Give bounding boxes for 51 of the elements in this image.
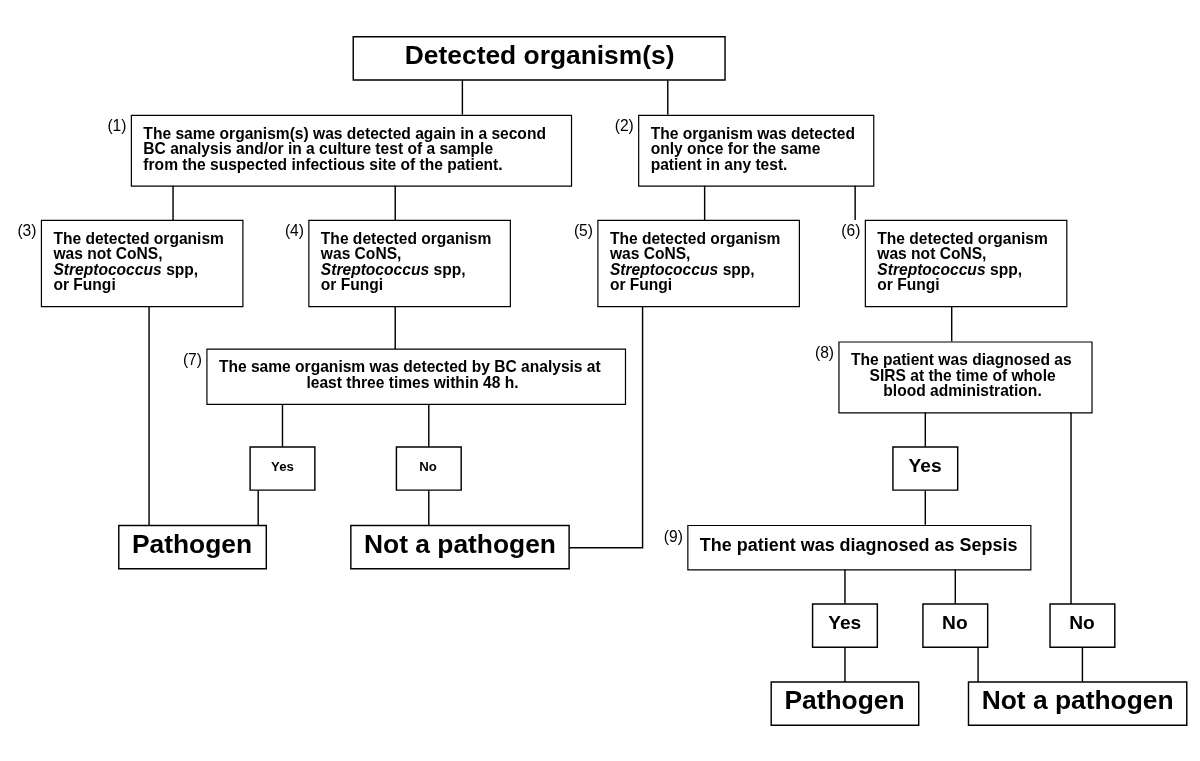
node-box: No bbox=[1049, 602, 1116, 648]
node-label: (7) bbox=[182, 350, 202, 368]
node-label: (4) bbox=[284, 221, 304, 239]
node-label: (9) bbox=[663, 527, 683, 545]
node-box: The detected organism was CoNS, Streptococcus spp, or Fungi bbox=[597, 219, 800, 307]
node-label: (1) bbox=[107, 116, 127, 134]
node-box: The patient was diagnosed as Sepsis bbox=[687, 524, 1032, 570]
connector bbox=[977, 646, 979, 683]
node-label: (6) bbox=[841, 221, 861, 239]
connector bbox=[924, 489, 927, 525]
connector bbox=[394, 305, 396, 350]
node-box: The detected organism was not CoNS, Streptococcus spp, or Fungi bbox=[864, 219, 1068, 307]
connector bbox=[568, 305, 644, 548]
node-label: (2) bbox=[614, 116, 634, 134]
node-box: Detected organism(s) bbox=[352, 35, 726, 81]
node-box: Yes bbox=[249, 445, 316, 491]
connector bbox=[172, 184, 174, 221]
node-box: The same organism(s) was detected again in a second BC analysis and/or in a culture test of a sample from the suspected infectious site of the patient. bbox=[130, 114, 573, 187]
node-box: Not a pathogen bbox=[350, 524, 570, 569]
connector bbox=[1070, 411, 1072, 605]
connector bbox=[257, 489, 259, 526]
node-box: No bbox=[922, 602, 989, 648]
node-box: The detected organism was not CoNS, Streptococcus spp, or Fungi bbox=[40, 219, 244, 307]
node-box: Yes bbox=[811, 602, 879, 648]
connector bbox=[951, 305, 953, 342]
connector bbox=[148, 305, 150, 526]
connector bbox=[667, 78, 669, 115]
node-box: The detected organism was CoNS, Streptococcus spp, or Fungi bbox=[308, 219, 511, 307]
connector bbox=[394, 184, 396, 221]
connector bbox=[954, 568, 956, 604]
node-label: (5) bbox=[573, 221, 593, 239]
connector bbox=[461, 78, 464, 115]
connector bbox=[281, 403, 284, 448]
connector bbox=[844, 568, 846, 604]
node-box: Not a pathogen bbox=[967, 680, 1188, 726]
node-box: The patient was diagnosed as SIRS at the time of whole blood administration. bbox=[838, 340, 1093, 413]
node-box: Pathogen bbox=[118, 524, 267, 569]
node-label: (3) bbox=[17, 221, 37, 239]
connector bbox=[428, 489, 430, 526]
node-box: Pathogen bbox=[770, 680, 920, 726]
connector bbox=[844, 646, 846, 683]
node-box: The organism was detected only once for the same patient in any test. bbox=[638, 114, 875, 187]
connector bbox=[854, 184, 856, 221]
connector bbox=[703, 184, 706, 221]
node-label: (8) bbox=[814, 343, 835, 361]
connector bbox=[924, 411, 927, 447]
node-box: No bbox=[395, 445, 462, 491]
node-box: Yes bbox=[892, 445, 959, 491]
node-box: The same organism was detected by BC analysis at least three times within 48 h. bbox=[206, 348, 627, 405]
connector bbox=[428, 403, 430, 448]
connector bbox=[1081, 646, 1084, 683]
